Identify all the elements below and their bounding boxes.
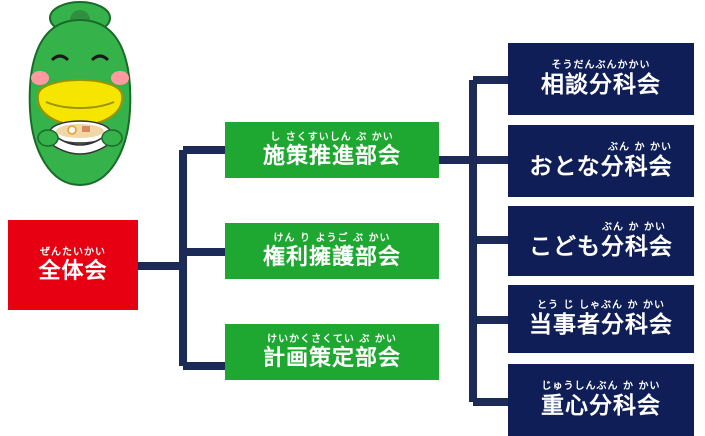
subcommittee-label: おとな分科会 xyxy=(529,154,673,180)
committee-label: 計画策定部会 xyxy=(262,345,401,371)
subcommittee-ruby: じゅうしんぶん か かい xyxy=(541,381,661,392)
subcommittee-consultation-box: そうだんぶんかかい 相談分科会 xyxy=(508,43,694,115)
committee-ruby: し さくすいしん ぶ かい xyxy=(270,131,394,143)
committee-rights-box: けん り ようご ぶ かい 権利擁護部会 xyxy=(225,223,439,279)
subcommittee-label: 当事者分科会 xyxy=(529,312,673,338)
committee-label: 権利擁護部会 xyxy=(262,244,401,270)
subcommittee-children-box: ぶん か かい こども分科会 xyxy=(508,206,694,276)
plenary-label: 全体会 xyxy=(38,258,108,284)
committee-planning-box: けいかくさくてい ぶ かい 計画策定部会 xyxy=(225,324,439,380)
kappa-mascot-icon xyxy=(28,1,132,187)
committee-ruby: けん り ようご ぶ かい xyxy=(273,232,391,244)
committee-policy-box: し さくすいしん ぶ かい 施策推進部会 xyxy=(225,122,439,178)
subcommittee-label: 相談分科会 xyxy=(541,72,661,98)
committee-ruby: けいかくさくてい ぶ かい xyxy=(267,333,397,345)
subcommittee-persons-concerned-box: とう じ しゃぶん か かい 当事者分科会 xyxy=(508,285,694,353)
subcommittee-label: こども分科会 xyxy=(529,234,673,260)
plenary-ruby: ぜんたいかい xyxy=(40,246,106,258)
subcommittee-severe-disabilities-box: じゅうしんぶん か かい 重心分科会 xyxy=(508,364,694,436)
subcommittee-ruby: ぶん か かい xyxy=(608,142,672,153)
plenary-box: ぜんたいかい 全体会 xyxy=(8,220,138,310)
subcommittee-adults-box: ぶん か かい おとな分科会 xyxy=(508,125,694,197)
subcommittee-ruby: とう じ しゃぶん か かい xyxy=(537,300,665,311)
subcommittee-label: 重心分科会 xyxy=(541,393,661,419)
subcommittee-ruby: そうだんぶんかかい xyxy=(551,60,651,71)
subcommittee-ruby: ぶん か かい xyxy=(602,222,666,233)
committee-label: 施策推進部会 xyxy=(262,143,401,169)
